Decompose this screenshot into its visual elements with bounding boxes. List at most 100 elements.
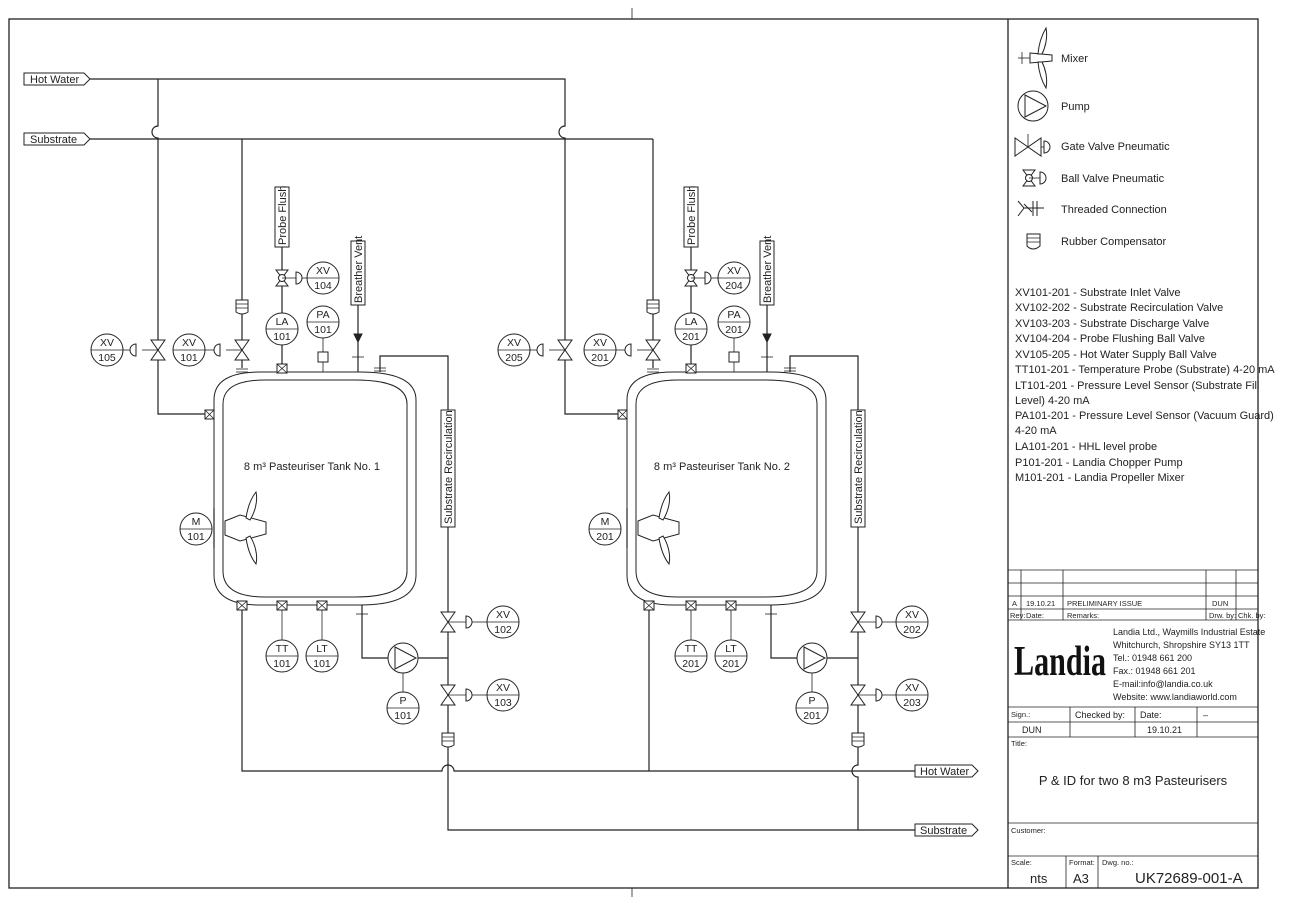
svg-text:Remarks:: Remarks: — [1067, 611, 1099, 620]
stream-tag-hot-water-out: Hot Water — [914, 764, 979, 778]
instrument-xv103[interactable]: XV 103 — [486, 678, 520, 712]
svg-text:Substrate: Substrate — [30, 134, 77, 146]
svg-text:Format:: Format: — [1069, 858, 1095, 867]
svg-text:201: 201 — [591, 352, 609, 364]
instrument-m101[interactable]: M 101 — [179, 512, 213, 546]
hot-water-return — [241, 610, 915, 772]
instrument-tt101[interactable]: TT 101 — [265, 639, 299, 673]
instrument-p101[interactable]: P 101 — [386, 691, 420, 725]
svg-text:A: A — [1012, 599, 1017, 608]
svg-text:201: 201 — [682, 658, 700, 670]
instrument-la101[interactable]: LA 101 — [265, 312, 299, 346]
svg-text:XV: XV — [727, 265, 741, 277]
svg-text:DUN: DUN — [1212, 599, 1228, 608]
rubber-compensator-icon — [235, 299, 249, 315]
svg-text:201: 201 — [596, 531, 614, 543]
svg-text:XV: XV — [496, 609, 510, 621]
ball-valve-xv104[interactable] — [275, 269, 303, 287]
gate-valve-xv201[interactable] — [624, 339, 661, 361]
svg-text:TT101-201 - Temperature Probe: TT101-201 - Temperature Probe (Substrate… — [1015, 364, 1275, 376]
instrument-xv105[interactable]: XV 105 — [90, 333, 124, 367]
svg-text:LA: LA — [276, 316, 289, 328]
svg-text:XV105-205 - Hot Water Supply B: XV105-205 - Hot Water Supply Ball Valve — [1015, 349, 1217, 361]
gate-valve-xv203[interactable] — [850, 684, 883, 706]
svg-text:Dwg. no.:: Dwg. no.: — [1102, 858, 1134, 867]
svg-text:DUN: DUN — [1022, 725, 1042, 735]
title-field: Title: P & ID for two 8 m3 Pasteurisers … — [1008, 739, 1258, 857]
instrument-pa201[interactable]: PA 201 — [717, 305, 751, 339]
instrument-la201[interactable]: LA 201 — [674, 312, 708, 346]
svg-text:101: 101 — [180, 352, 198, 364]
drawing-title: P & ID for two 8 m3 Pasteurisers — [1039, 773, 1228, 788]
instrument-xv202[interactable]: XV 202 — [895, 605, 929, 639]
legend-gate-valve-icon — [1014, 134, 1051, 157]
instrument-tt201[interactable]: TT 201 — [674, 639, 708, 673]
recirculation-tag: Substrate Recirculation — [850, 409, 866, 528]
svg-text:101: 101 — [394, 710, 412, 722]
svg-text:XV102-202 - Substrate Recircul: XV102-202 - Substrate Recirculation Valv… — [1015, 302, 1223, 314]
instrument-xv102[interactable]: XV 102 — [486, 605, 520, 639]
svg-text:–: – — [1203, 710, 1208, 720]
svg-text:101: 101 — [314, 324, 332, 336]
svg-text:XV: XV — [593, 337, 607, 349]
instrument-p201[interactable]: P 201 — [795, 691, 829, 725]
mixer-icon — [224, 490, 267, 566]
svg-text:104: 104 — [314, 280, 332, 292]
svg-text:Breather Vent: Breather Vent — [353, 236, 365, 303]
instrument-xv204[interactable]: XV 204 — [717, 261, 751, 295]
gate-valve-xv103[interactable] — [440, 684, 473, 706]
instrument-xv104[interactable]: XV 104 — [306, 261, 340, 295]
mixer-icon — [637, 490, 680, 566]
instrument-xv205[interactable]: XV 205 — [497, 333, 531, 367]
instrument-m201[interactable]: M 201 — [588, 512, 622, 546]
svg-text:LT101-201 - Pressure Level Sen: LT101-201 - Pressure Level Sensor (Subst… — [1015, 380, 1259, 392]
ball-valve-xv204[interactable] — [684, 269, 712, 287]
instrument-xv101[interactable]: XV 101 — [172, 333, 206, 367]
instrument-lt101[interactable]: LT 101 — [305, 639, 339, 673]
svg-text:Hot Water: Hot Water — [920, 766, 969, 778]
instrument-lt201[interactable]: LT 201 — [714, 639, 748, 673]
svg-text:PRELIMINARY ISSUE: PRELIMINARY ISSUE — [1067, 599, 1142, 608]
stream-tag-substrate-out: Substrate — [914, 823, 979, 837]
svg-text:102: 102 — [494, 624, 512, 636]
svg-text:Threaded Connection: Threaded Connection — [1061, 204, 1167, 216]
svg-text:103: 103 — [494, 697, 512, 709]
svg-text:101: 101 — [273, 658, 291, 670]
pump-icon[interactable] — [387, 642, 419, 674]
substrate-header — [90, 138, 654, 300]
svg-text:Date:: Date: — [1026, 611, 1044, 620]
drawing-number-block: Scale: nts Format: A3 Dwg. no.: UK72689-… — [1011, 856, 1243, 888]
svg-text:LT: LT — [316, 643, 328, 655]
svg-text:Chk. by:: Chk. by: — [1238, 611, 1266, 620]
svg-text:PA: PA — [727, 309, 740, 321]
pump-icon[interactable] — [796, 642, 828, 674]
svg-text:Landia Ltd., Waymills Industri: Landia Ltd., Waymills Industrial Estate — [1113, 627, 1265, 637]
instrument-pa101[interactable]: PA 101 — [306, 305, 340, 339]
gate-valve-xv202[interactable] — [850, 611, 883, 633]
gate-valve-xv205[interactable] — [536, 339, 573, 361]
svg-text:Ball Valve Pneumatic: Ball Valve Pneumatic — [1061, 173, 1165, 185]
svg-text:Pump: Pump — [1061, 101, 1090, 113]
instrument-xv201[interactable]: XV 201 — [583, 333, 617, 367]
svg-text:Mixer: Mixer — [1061, 53, 1088, 65]
svg-text:XV103-203 - Substrate Discharg: XV103-203 - Substrate Discharge Valve — [1015, 318, 1209, 330]
gate-valve-xv105[interactable] — [129, 339, 166, 361]
tank-1: 8 m³ Pasteuriser Tank No. 1 XV — [90, 186, 520, 758]
svg-text:PA: PA — [316, 309, 329, 321]
company-block: Landia Landia Ltd., Waymills Industrial … — [1008, 627, 1265, 708]
svg-text:201: 201 — [725, 324, 743, 336]
substrate-return — [447, 758, 915, 831]
svg-text:Hot Water: Hot Water — [30, 74, 79, 86]
gate-valve-xv101[interactable] — [213, 339, 250, 361]
svg-text:PA101-201 - Pressure Level Sen: PA101-201 - Pressure Level Sensor (Vacuu… — [1015, 410, 1274, 422]
probe-flush-tag: Probe Flush — [683, 186, 699, 248]
gate-valve-xv102[interactable] — [440, 611, 473, 633]
symbol-legend: Mixer Pump Gate Valve Pneumatic Ball Val… — [1014, 26, 1170, 250]
svg-text:XV101-201 - Substrate Inlet Va: XV101-201 - Substrate Inlet Valve — [1015, 287, 1181, 299]
stream-tag-substrate-in: Substrate — [23, 132, 91, 146]
rubber-compensator-icon — [441, 732, 455, 748]
instrument-xv203[interactable]: XV 203 — [895, 678, 929, 712]
svg-text:M: M — [192, 516, 201, 528]
svg-text:A3: A3 — [1073, 871, 1089, 886]
breather-vent-tag: Breather Vent — [759, 236, 775, 306]
